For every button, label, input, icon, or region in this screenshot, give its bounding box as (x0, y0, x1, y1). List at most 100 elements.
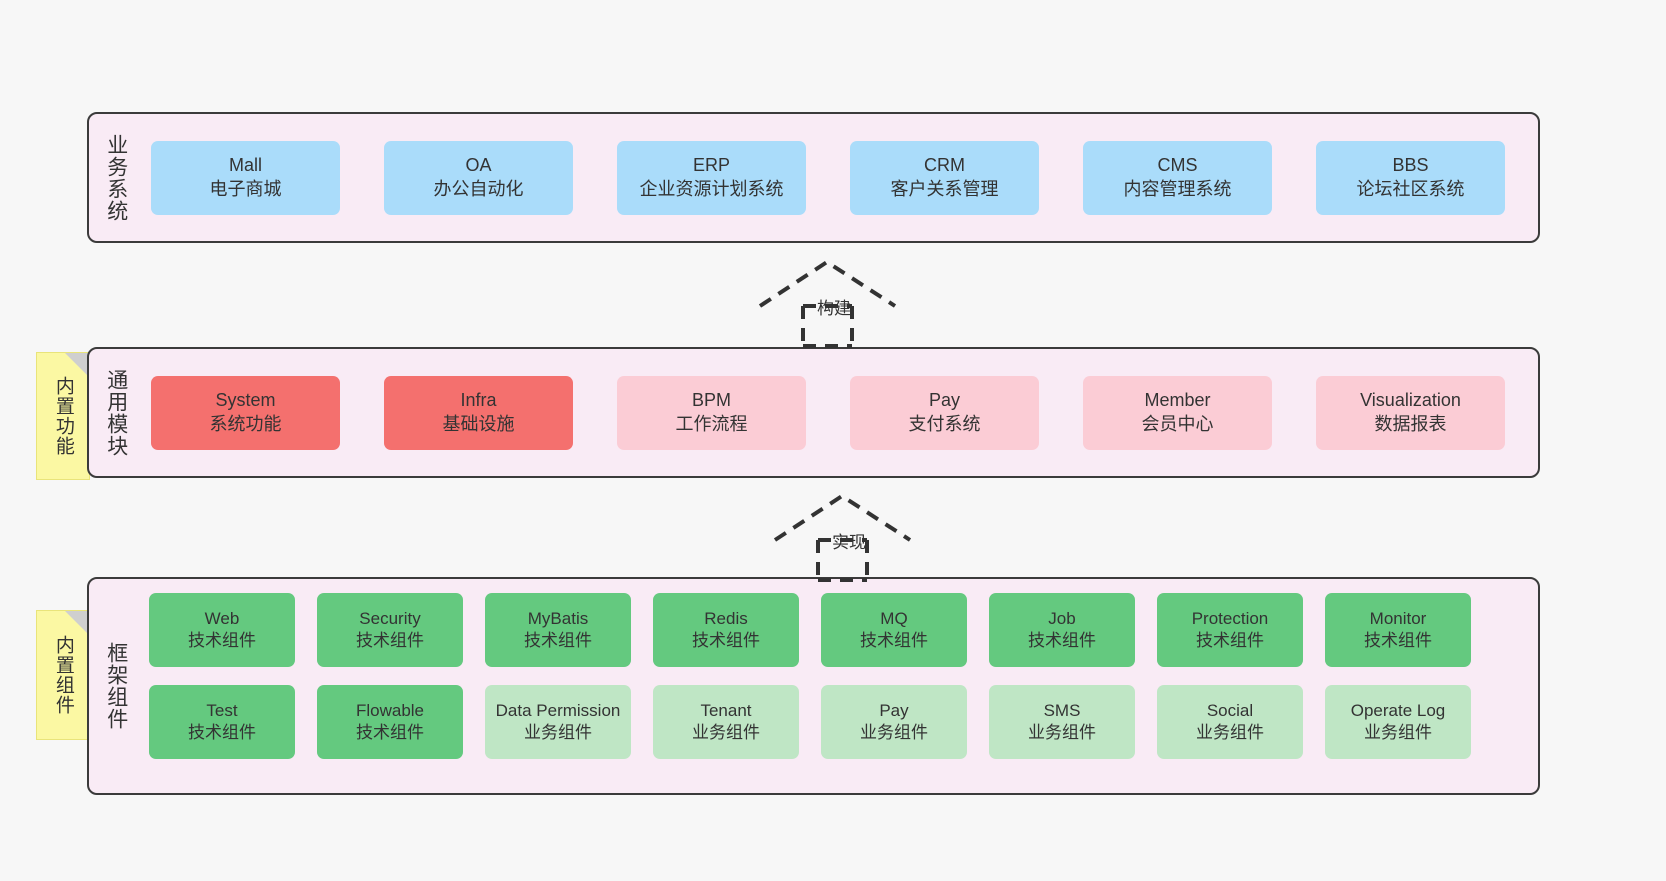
node-subtitle: 客户关系管理 (890, 178, 999, 199)
node-bpm[interactable]: BPM 工作流程 (617, 375, 806, 450)
note-text: 内置组件 (52, 635, 74, 715)
layer-common-label: 通用模块 (104, 368, 128, 457)
node-title: System (215, 390, 276, 411)
node-title: Data Permission (495, 701, 621, 721)
node-protection[interactable]: Protection 技术组件 (1157, 593, 1303, 667)
node-subtitle: 业务组件 (1364, 723, 1432, 742)
node-test[interactable]: Test 技术组件 (149, 685, 295, 759)
framework-row-1: Web 技术组件 Security 技术组件 MyBatis 技术组件 Redi… (149, 593, 1526, 667)
node-subtitle: 技术组件 (524, 631, 592, 650)
node-subtitle: 业务组件 (1028, 723, 1096, 742)
node-subtitle: 论坛社区系统 (1356, 178, 1465, 199)
node-tenant[interactable]: Tenant 业务组件 (653, 685, 799, 759)
connector-implement: 实现 (770, 492, 920, 582)
node-title: OA (465, 155, 492, 176)
node-job[interactable]: Job 技术组件 (989, 593, 1135, 667)
node-subtitle: 电子商城 (209, 178, 282, 199)
node-title: Mall (228, 155, 262, 176)
node-subtitle: 技术组件 (692, 631, 760, 650)
arrow-head-shape (773, 493, 912, 542)
node-bbs[interactable]: BBS 论坛社区系统 (1316, 140, 1505, 215)
node-subtitle: 技术组件 (1028, 631, 1096, 650)
node-title: Visualization (1360, 390, 1461, 411)
node-member[interactable]: Member 会员中心 (1083, 375, 1272, 450)
layer-business-systems: 业务系统 Mall 电子商城 OA 办公自动化 ERP 企业资源计划系统 CRM… (87, 112, 1540, 243)
layer-common-modules: 通用模块 System 系统功能 Infra 基础设施 BPM 工作流程 Pay… (87, 347, 1540, 478)
node-title: Redis (704, 609, 748, 629)
node-title: MyBatis (527, 609, 589, 629)
layer-business-label: 业务系统 (104, 133, 128, 222)
node-title: Flowable (355, 701, 425, 721)
note-fold-corner-icon (65, 353, 89, 377)
node-title: Member (1144, 390, 1211, 411)
node-title: Operate Log (1350, 701, 1446, 721)
node-title: SMS (1043, 701, 1081, 721)
arrow-head-shape (758, 259, 897, 308)
node-erp[interactable]: ERP 企业资源计划系统 (617, 140, 806, 215)
layer-common-nodes: System 系统功能 Infra 基础设施 BPM 工作流程 Pay 支付系统… (143, 349, 1538, 476)
node-title: Protection (1191, 609, 1269, 629)
node-title: Pay (928, 390, 961, 411)
node-crm[interactable]: CRM 客户关系管理 (850, 140, 1039, 215)
layer-framework-nodes: Web 技术组件 Security 技术组件 MyBatis 技术组件 Redi… (143, 579, 1538, 793)
node-title: BPM (691, 390, 731, 411)
node-title: CMS (1157, 155, 1198, 176)
note-builtin-function: 内置功能 (36, 352, 90, 480)
node-operate-log[interactable]: Operate Log 业务组件 (1325, 685, 1471, 759)
layer-framework-components: 框架组件 Web 技术组件 Security 技术组件 MyBatis 技术组件… (87, 577, 1540, 795)
node-subtitle: 技术组件 (860, 631, 928, 650)
node-mq[interactable]: MQ 技术组件 (821, 593, 967, 667)
node-subtitle: 业务组件 (692, 723, 760, 742)
node-flowable[interactable]: Flowable 技术组件 (317, 685, 463, 759)
node-title: Infra (460, 390, 497, 411)
node-social[interactable]: Social 业务组件 (1157, 685, 1303, 759)
node-mybatis[interactable]: MyBatis 技术组件 (485, 593, 631, 667)
node-subtitle: 内容管理系统 (1123, 178, 1232, 199)
node-subtitle: 技术组件 (188, 631, 256, 650)
node-title: Security (359, 609, 421, 629)
node-title: Web (204, 609, 240, 629)
node-subtitle: 支付系统 (908, 413, 981, 434)
node-subtitle: 技术组件 (356, 631, 424, 650)
node-title: Test (206, 701, 238, 721)
note-fold-corner-icon (65, 611, 89, 635)
node-pay-component[interactable]: Pay 业务组件 (821, 685, 967, 759)
node-subtitle: 会员中心 (1141, 413, 1214, 434)
note-text: 内置功能 (52, 376, 74, 456)
node-subtitle: 技术组件 (356, 723, 424, 742)
node-web[interactable]: Web 技术组件 (149, 593, 295, 667)
node-title: ERP (692, 155, 730, 176)
node-subtitle: 工作流程 (675, 413, 748, 434)
node-subtitle: 企业资源计划系统 (639, 178, 784, 199)
connector-implement-label: 实现 (832, 533, 866, 552)
node-subtitle: 办公自动化 (433, 178, 524, 199)
node-oa[interactable]: OA 办公自动化 (384, 140, 573, 215)
node-subtitle: 业务组件 (1196, 723, 1264, 742)
node-subtitle: 技术组件 (1364, 631, 1432, 650)
node-title: MQ (880, 609, 908, 629)
node-subtitle: 系统功能 (209, 413, 282, 434)
connector-build: 构建 (755, 258, 905, 348)
node-infra[interactable]: Infra 基础设施 (384, 375, 573, 450)
node-pay-module[interactable]: Pay 支付系统 (850, 375, 1039, 450)
node-cms[interactable]: CMS 内容管理系统 (1083, 140, 1272, 215)
node-title: CRM (924, 155, 965, 176)
arrow-shaft-shape (801, 304, 854, 348)
note-builtin-component: 内置组件 (36, 610, 90, 740)
node-title: Job (1048, 609, 1076, 629)
node-title: Monitor (1369, 609, 1427, 629)
connector-build-label: 构建 (817, 299, 851, 318)
node-subtitle: 业务组件 (524, 723, 592, 742)
node-subtitle: 技术组件 (1196, 631, 1264, 650)
node-mall[interactable]: Mall 电子商城 (151, 140, 340, 215)
node-redis[interactable]: Redis 技术组件 (653, 593, 799, 667)
node-security[interactable]: Security 技术组件 (317, 593, 463, 667)
node-data-permission[interactable]: Data Permission 业务组件 (485, 685, 631, 759)
node-sms[interactable]: SMS 业务组件 (989, 685, 1135, 759)
node-visualization[interactable]: Visualization 数据报表 (1316, 375, 1505, 450)
node-subtitle: 业务组件 (860, 723, 928, 742)
node-system[interactable]: System 系统功能 (151, 375, 340, 450)
node-title: BBS (1392, 155, 1429, 176)
node-monitor[interactable]: Monitor 技术组件 (1325, 593, 1471, 667)
